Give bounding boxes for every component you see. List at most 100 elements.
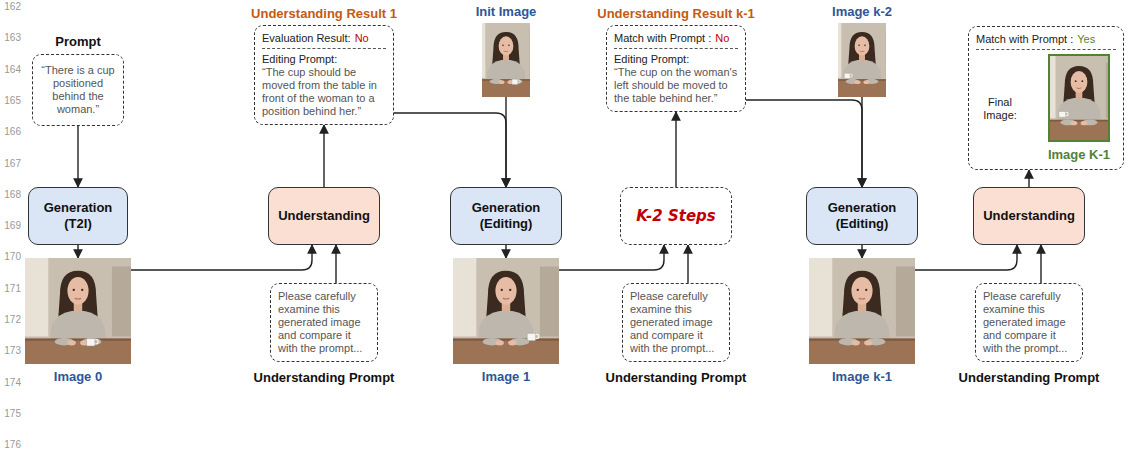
dashed-frame: Evaluation Result: NoEditing Prompt:“The … (254, 25, 394, 125)
process-box: Generation (Editing) (806, 187, 918, 245)
label-wrap: Image 1 (453, 369, 559, 385)
line-number: 171 (1, 283, 21, 295)
line-number: 174 (1, 377, 21, 389)
cup (527, 333, 539, 340)
heading: Understanding Prompt (959, 370, 1100, 386)
status-value: No (355, 32, 369, 44)
line-number: 166 (1, 126, 21, 138)
arrow (1028, 170, 1029, 187)
arrow (335, 245, 336, 283)
understanding-prompt-box: Please carefully examine this generated … (270, 283, 378, 386)
heading-wrap: Understanding Prompt (270, 370, 378, 386)
cup (512, 79, 520, 84)
status-row: Match with Prompt : No (614, 32, 738, 49)
dashed-frame: Match with Prompt : NoEditing Prompt:“The… (606, 25, 746, 112)
status-row: Match with Prompt :Yes (976, 33, 1116, 50)
arrow (77, 245, 78, 258)
image-label: Image 1 (482, 369, 530, 385)
photo (1048, 54, 1110, 142)
prompt-text: Please carefully examine this generated … (630, 290, 722, 355)
prompt-text: Please carefully examine this generated … (983, 290, 1075, 355)
process-label: Understanding (278, 208, 370, 224)
edit-prompt: “The cup on the woman's left should be m… (614, 66, 738, 105)
image-label: Image k-1 (832, 369, 892, 385)
arrow (746, 100, 862, 187)
heading-wrap: Prompt (32, 34, 124, 50)
cup-body (512, 79, 518, 84)
line-number: 169 (1, 220, 21, 232)
line-number: 167 (1, 158, 21, 170)
prompt-text: “There is a cup positioned behind the wo… (40, 64, 116, 116)
photo (453, 258, 559, 364)
arrow (77, 126, 78, 187)
process-box: Generation (Editing) (450, 187, 562, 245)
woman-picture (1048, 56, 1110, 140)
heading-wrap: Understanding Result k-1 (606, 6, 746, 22)
section-label: Editing Prompt: (614, 53, 738, 66)
arrow (505, 245, 506, 258)
cup-body (86, 339, 94, 346)
photo (482, 23, 530, 97)
image-label: Image k-2 (832, 4, 892, 20)
line-number: 173 (1, 345, 21, 357)
line-number: 172 (1, 314, 21, 326)
process-box: Understanding (973, 187, 1085, 245)
skipped-steps-box: K-2 Steps (620, 187, 732, 245)
image-node: Image k-2 (838, 4, 886, 97)
label-wrap: Image K-1 (1048, 147, 1110, 163)
status-value: No (715, 32, 729, 44)
section-label: Editing Prompt: (262, 53, 386, 66)
line-number: 168 (1, 189, 21, 201)
arrow (675, 112, 676, 187)
status-label: Evaluation Result: (262, 32, 351, 44)
label-wrap: Image 0 (25, 369, 131, 385)
edit-prompt: “The cup should be moved from the table … (262, 66, 386, 118)
line-number: 164 (1, 64, 21, 76)
process-box: Generation (T2I) (28, 187, 128, 245)
woman-picture (838, 23, 886, 97)
arrow (505, 97, 506, 187)
label-wrap: Image k-2 (838, 4, 886, 20)
arrow (323, 125, 324, 187)
arrow (131, 245, 312, 270)
image-node: Image 1 (453, 258, 559, 385)
image-node: Image k-1 (809, 258, 915, 385)
image-slot: Image K-1 (1048, 54, 1110, 163)
line-number: 162 (1, 1, 21, 13)
dashed-frame: “There is a cup positioned behind the wo… (32, 54, 124, 126)
image-node: Init Image (482, 4, 530, 97)
understanding-prompt-box: Please carefully examine this generated … (975, 283, 1083, 386)
process-label: Generation (Editing) (813, 200, 911, 232)
cup-body (844, 73, 850, 78)
line-number: 176 (1, 439, 21, 451)
status-row: Evaluation Result: No (262, 32, 386, 49)
image-label: Image K-1 (1048, 147, 1110, 163)
line-number: 170 (1, 251, 21, 263)
final-row: Final Image: Image K-1 (976, 54, 1116, 163)
woman-picture (453, 258, 559, 364)
arrow (394, 113, 506, 187)
process-label: Generation (Editing) (457, 200, 555, 232)
cup (86, 339, 98, 346)
woman-picture (482, 23, 530, 97)
prompt-box: Prompt “There is a cup positioned behind … (32, 34, 124, 126)
heading: Understanding Result k-1 (597, 6, 754, 22)
image-node: Image 0 (25, 258, 131, 385)
arrow (915, 245, 1017, 270)
understanding-prompt-box: Please carefully examine this generated … (622, 283, 730, 386)
woman-picture (25, 258, 131, 364)
status-label: Match with Prompt : (614, 32, 711, 44)
line-number: 163 (1, 32, 21, 44)
final-box: Match with Prompt :YesFinal Image: Image … (968, 26, 1124, 170)
process-box: Understanding (268, 187, 380, 245)
line-number: 175 (1, 408, 21, 420)
photo (25, 258, 131, 364)
heading-wrap: Understanding Prompt (975, 370, 1083, 386)
image-label: Image 0 (54, 369, 102, 385)
cup (844, 73, 852, 78)
final-label: Final Image: (976, 96, 1024, 122)
line-number: 165 (1, 95, 21, 107)
dashed-frame: Please carefully examine this generated … (270, 283, 378, 362)
heading: Understanding Result 1 (251, 6, 397, 22)
